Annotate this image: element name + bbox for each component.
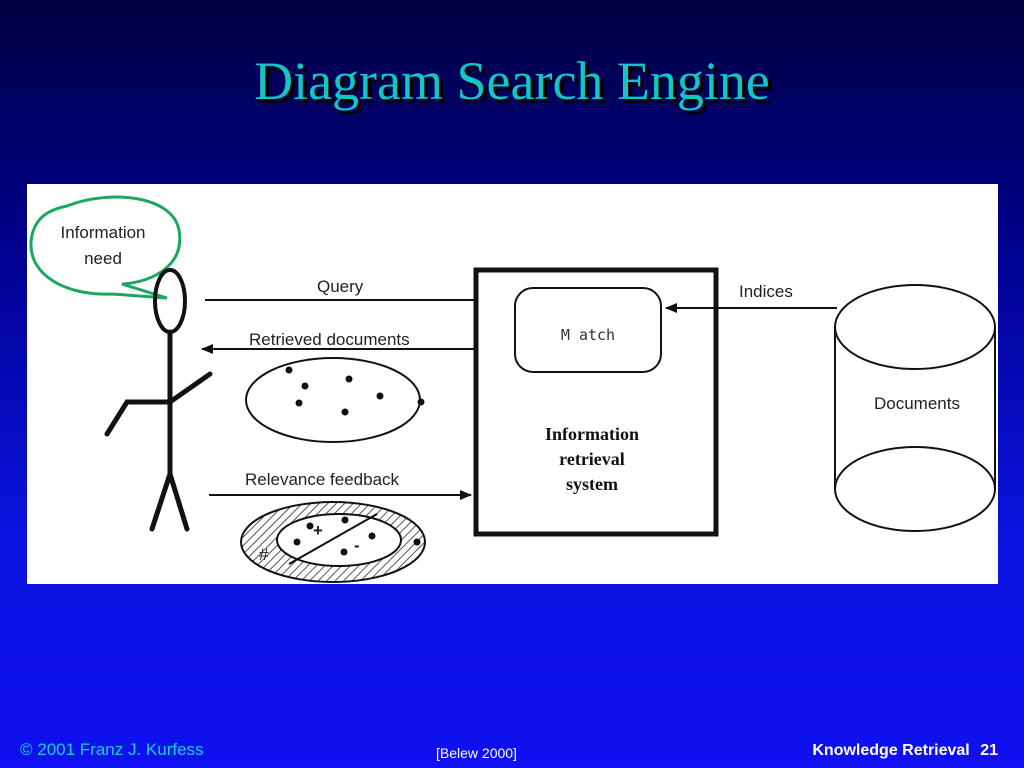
doc-dot <box>301 382 309 390</box>
relevance-feedback-set: + - # <box>240 501 426 583</box>
figure-right-leg <box>167 471 190 532</box>
doc-dot <box>417 398 425 406</box>
figure-left-arm <box>104 399 173 437</box>
diagram-panel: Information need Query Retrieved documen… <box>27 184 998 584</box>
documents-label: Documents <box>874 394 960 413</box>
doc-dot <box>376 392 384 400</box>
footer-course-info: Knowledge Retrieval 21 <box>806 742 998 760</box>
system-label-line-1: Information <box>545 424 639 444</box>
match-label: M atch <box>561 326 615 344</box>
user-stick-figure <box>104 268 213 532</box>
retrieved-documents-label: Retrieved documents <box>249 330 410 349</box>
documents-database: Documents <box>834 284 996 532</box>
doc-dot <box>293 538 301 546</box>
feedback-divider <box>288 513 378 565</box>
doc-dot <box>413 538 421 546</box>
doc-dot <box>341 516 349 524</box>
match-box <box>514 287 662 373</box>
bubble-outline <box>29 195 182 300</box>
figure-left-leg <box>149 471 173 532</box>
hash-sign: # <box>259 545 269 564</box>
doc-dot <box>306 522 314 530</box>
information-need-bubble: Information need <box>29 195 182 300</box>
retrieved-documents-set <box>245 357 425 443</box>
indices-label: Indices <box>739 282 793 301</box>
relevance-feedback-label: Relevance feedback <box>245 470 400 489</box>
minus-sign: - <box>354 536 360 555</box>
doc-dot <box>341 408 349 416</box>
figure-head <box>153 268 187 334</box>
bubble-line-2: need <box>84 249 122 268</box>
slide-title: Diagram Search Engine <box>254 51 770 111</box>
cylinder-top <box>834 284 996 370</box>
doc-dot <box>345 375 353 383</box>
ir-diagram: Information need Query Retrieved documen… <box>29 195 996 583</box>
plus-sign: + <box>313 521 323 540</box>
ir-system-box: M atch Information retrieval system <box>473 267 719 537</box>
system-label-line-2: retrieval <box>559 449 625 469</box>
retrieved-set-ellipse <box>245 357 421 443</box>
figure-right-arm <box>167 371 213 405</box>
footer-citation: [Belew 2000] <box>436 745 517 761</box>
cylinder-body <box>834 327 996 532</box>
doc-dot <box>368 532 376 540</box>
doc-dot <box>285 366 293 374</box>
cylinder-bottom-rim <box>834 446 996 490</box>
footer-copyright: © 2001 Franz J. Kurfess <box>20 740 204 759</box>
doc-dot <box>340 548 348 556</box>
bubble-line-1: Information <box>60 223 145 242</box>
doc-dot <box>295 399 303 407</box>
system-label-line-3: system <box>566 474 618 494</box>
query-label: Query <box>317 277 364 296</box>
footer-course-title: Knowledge Retrieval <box>812 742 970 759</box>
footer-page-number: 21 <box>980 742 998 759</box>
